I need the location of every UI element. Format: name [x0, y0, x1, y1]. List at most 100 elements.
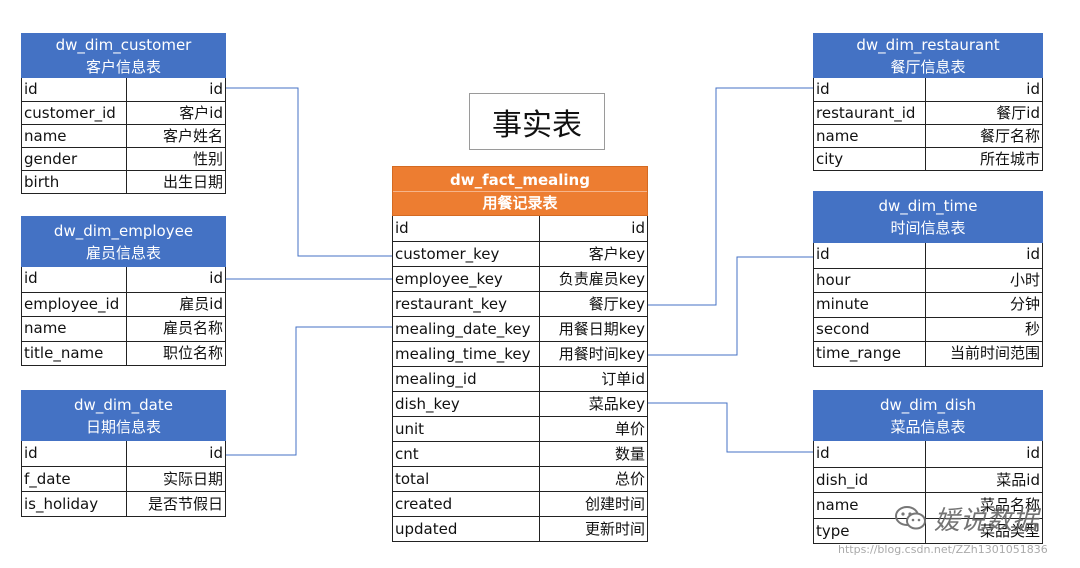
field-description: 秒 [1024, 319, 1040, 338]
field-name: is_holiday [22, 492, 127, 516]
field-name: name [22, 317, 127, 341]
field-name: birth [22, 171, 127, 193]
field-description: 负责雇员key [558, 270, 645, 288]
field-description: 用餐时间key [558, 345, 645, 363]
field-name: id [22, 267, 127, 292]
connector-customer [226, 87, 392, 257]
field-description: 餐厅key [588, 295, 645, 313]
table-subtitle: 客户信息表 [85, 57, 161, 76]
field-name: title_name [22, 341, 127, 365]
dim-restaurant-header: dw_dim_restaurant 餐厅信息表 [813, 33, 1043, 78]
field-name: updated [393, 517, 540, 541]
field-name: id [22, 78, 127, 101]
table-subtitle: 雇员信息表 [85, 243, 161, 262]
field-description: id [1026, 444, 1040, 462]
fact-header: dw_fact_mealing 用餐记录表 [392, 166, 648, 216]
table-row: hour 小时 [814, 267, 1042, 292]
field-name: hour [814, 268, 926, 292]
connector-dish [648, 402, 813, 453]
field-name: id [814, 441, 926, 467]
field-name: name [814, 493, 926, 518]
table-row: f_date 实际日期 [22, 466, 225, 491]
dim-date-header: dw_dim_date 日期信息表 [21, 390, 226, 441]
dim-employee-header: dw_dim_employee 雇员信息表 [21, 216, 226, 267]
dim-time-header: dw_dim_time 时间信息表 [813, 191, 1043, 243]
field-description: 性别 [192, 150, 223, 168]
dim-dish-header: dw_dim_dish 菜品信息表 [813, 390, 1043, 441]
field-name: name [814, 125, 926, 147]
connector-date [226, 326, 392, 456]
field-description: 当前时间范围 [949, 344, 1040, 362]
field-description: 菜品key [588, 395, 645, 413]
field-name: dish_id [814, 467, 926, 492]
field-description: 实际日期 [162, 470, 223, 488]
field-description: 小时 [1009, 270, 1040, 289]
table-title: dw_fact_mealing [393, 169, 647, 192]
table-subtitle: 餐厅信息表 [890, 57, 966, 76]
field-name: time_range [814, 342, 926, 366]
field-description: 用餐日期key [558, 320, 645, 338]
field-name: minute [814, 293, 926, 317]
connector-time [648, 256, 813, 356]
field-description: 更新时间 [584, 520, 645, 538]
table-row: updated 更新时间 [393, 516, 647, 541]
field-name: type [814, 518, 926, 543]
table-title: dw_dim_customer [55, 35, 192, 54]
dim-customer-header: dw_dim_customer 客户信息表 [21, 33, 226, 78]
field-description: 雇员名称 [162, 319, 223, 337]
field-description: 分钟 [1009, 295, 1040, 313]
field-name: id [814, 78, 926, 101]
table-row: dish_key 菜品key [393, 391, 647, 416]
field-description: 餐厅id [996, 104, 1040, 122]
field-description: 数量 [614, 445, 645, 463]
field-name: restaurant_key [393, 292, 540, 316]
field-description: 所在城市 [979, 150, 1040, 168]
field-description: 创建时间 [584, 495, 645, 513]
field-description: 客户key [588, 245, 645, 263]
field-name: dish_key [393, 392, 540, 416]
field-description: 菜品类型 [979, 521, 1040, 540]
source-url: https://blog.csdn.net/ZZh1301051836 [838, 543, 1048, 556]
wechat-icon [895, 506, 926, 530]
field-description: id [631, 219, 645, 237]
field-name: customer_id [22, 102, 127, 124]
table-row: restaurant_key 餐厅key [393, 291, 647, 316]
field-name: f_date [22, 467, 127, 491]
field-name: id [814, 243, 926, 268]
table-row: id id [814, 441, 1042, 467]
field-name: total [393, 467, 540, 491]
table-subtitle: 菜品信息表 [890, 417, 966, 436]
field-description: id [1026, 80, 1040, 98]
